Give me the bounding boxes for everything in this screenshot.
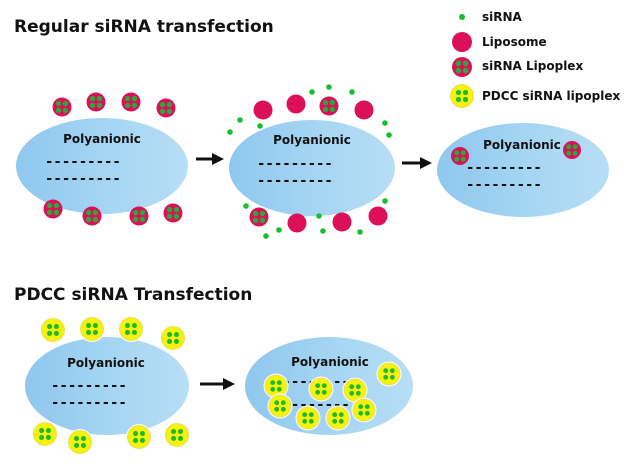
liposome [286,94,306,114]
cell-4: ------------------ [25,337,189,435]
sirna-dot [316,213,322,219]
legend-pdcc-label: PDCC siRNA lipoplex [482,89,621,103]
pdcc-lipoplex [325,405,351,431]
cell-4-label: Polyanionic [67,356,145,370]
cell-1-membrane-2: --------- [45,171,121,187]
cell-3-membrane-1: --------- [466,160,542,176]
sirna-dot [386,132,392,138]
pdcc-lipoplex [126,424,152,450]
sirna-lipoplex [86,92,106,112]
sirna-lipoplex [319,96,339,116]
cell-2: ------------------ [229,120,395,216]
cell-4-body [25,337,189,435]
cell-4-membrane-2: --------- [51,395,127,411]
legend-sirna-icon [459,14,465,20]
pdcc-lipoplex [32,421,58,447]
sirna-lipoplex [563,141,581,159]
cell-3-label: Polyanionic [483,138,561,152]
pdcc-lipoplex [308,376,334,402]
cell-1: ------------------ [16,118,188,214]
pdcc-lipoplex [67,429,93,455]
sirna-dot [263,233,269,239]
pdcc-lipoplex [118,316,144,342]
liposome [287,213,307,233]
cell-3-membrane-2: --------- [466,177,542,193]
legend-liposome-icon [452,32,472,52]
sirna-dot [237,117,243,123]
sirna-dot [349,89,355,95]
legend-lipoplex-icon [452,57,472,77]
liposome [253,100,273,120]
liposome [332,212,352,232]
regular-transfection-heading: Regular siRNA transfection [14,17,274,37]
cell-1-label: Polyanionic [63,132,141,146]
pdcc-lipoplex [267,393,293,419]
sirna-dot [320,228,326,234]
sirna-dot [276,227,282,233]
cell-4-membrane-1: --------- [51,378,127,394]
sirna-lipoplex [82,206,102,226]
cell-2-membrane-2: --------- [257,173,333,189]
sirna-dot [227,129,233,135]
arrows-layer [196,153,432,390]
sirna-dot [326,84,332,90]
sirna-dot [382,120,388,126]
pdcc-lipoplex [376,361,402,387]
sirna-dot [357,229,363,235]
pdcc-lipoplex [40,317,66,343]
pdcc-lipoplex [79,316,105,342]
sirna-dot [309,89,315,95]
arrow-regular-1 [196,153,224,165]
sirna-dot [257,123,263,129]
legend-liposome-label: Liposome [482,35,547,49]
cell-1-body [16,118,188,214]
pdcc-lipoplex [160,325,186,351]
pdcc-lipoplex [351,397,377,423]
sirna-lipoplex [121,92,141,112]
sirna-lipoplex [249,207,269,227]
cell-2-membrane-1: --------- [257,156,333,172]
legend-lipoplex-label: siRNA Lipoplex [482,59,584,73]
pdcc-lipoplex [342,377,368,403]
liposome [354,100,374,120]
sirna-dot [243,203,249,209]
sirna-lipoplex [43,199,63,219]
particles-layer [32,84,581,455]
sirna-lipoplex [163,203,183,223]
liposome [368,206,388,226]
sirna-lipoplex [129,206,149,226]
legend-pdcc-icon [450,84,474,108]
pdcc-lipoplex [263,373,289,399]
cell-1-membrane-1: --------- [45,154,121,170]
legend-sirna-label: siRNA [482,10,522,24]
arrow-pdcc [200,378,235,390]
sirna-lipoplex [52,97,72,117]
arrow-regular-2 [402,157,432,169]
cell-2-label: Polyanionic [273,133,351,147]
cell-5-label: Polyanionic [291,355,369,369]
sirna-lipoplex [156,98,176,118]
sirna-lipoplex [451,147,469,165]
sirna-dot [382,198,388,204]
pdcc-transfection-heading: PDCC siRNA Transfection [14,285,253,305]
pdcc-lipoplex [164,422,190,448]
pdcc-lipoplex [295,405,321,431]
legend-layer [450,14,474,108]
cell-2-body [229,120,395,216]
